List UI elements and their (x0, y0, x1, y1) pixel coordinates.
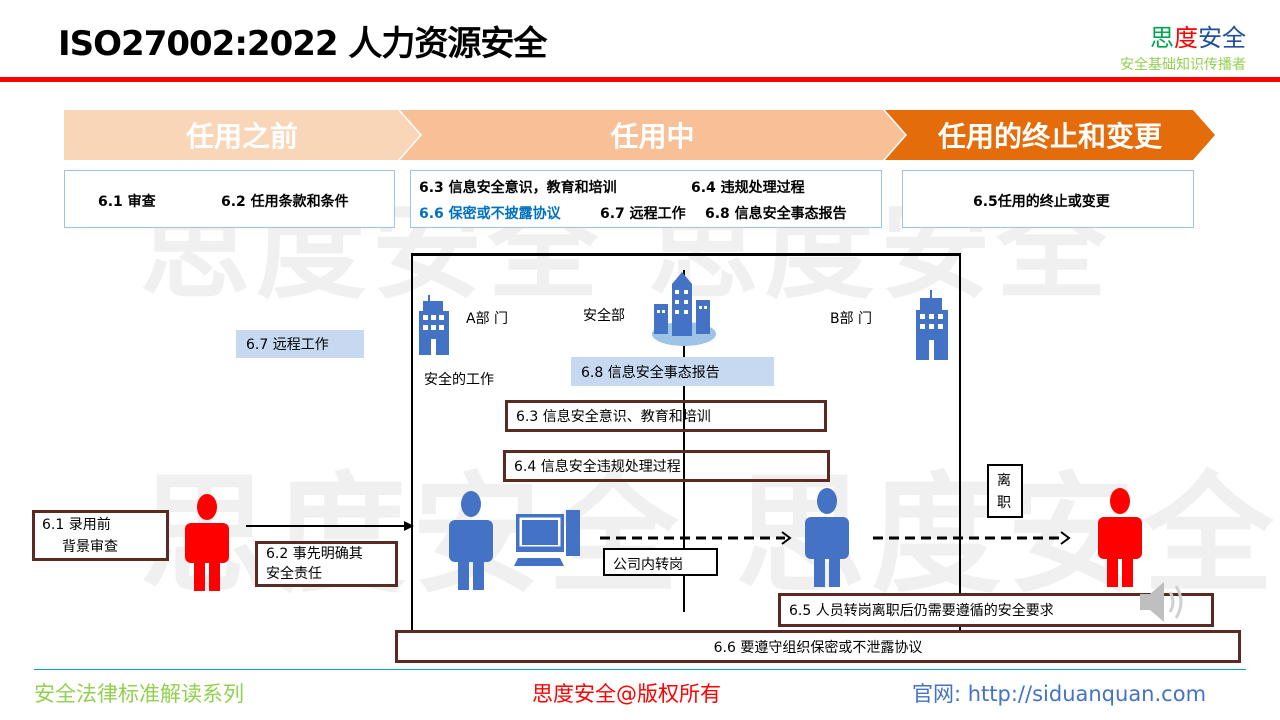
dept-b-label: B部 门 (830, 311, 873, 327)
phase-after: 任用的终止和变更 (885, 110, 1215, 160)
arrow-icon (246, 521, 414, 531)
dept-a-label: A部 门 (466, 311, 509, 327)
dashed-arrow-icon (873, 531, 1071, 545)
leave-text: 离 (997, 473, 1011, 489)
security-dept-label: 安全部 (583, 308, 625, 324)
clause: 6.3 信息安全意识，教育和培训 (419, 180, 617, 196)
phase-before: 任用之前 (64, 110, 420, 160)
person-icon (1098, 488, 1142, 587)
footer-series: 安全法律标准解读系列 (34, 682, 244, 706)
logo-tagline: 安全基础知识传播者 (1120, 57, 1246, 73)
leave-text: 职 (997, 495, 1011, 511)
transfer-box: 公司内转岗 (603, 548, 718, 576)
secure-work-label: 安全的工作 (424, 372, 494, 388)
screening-box: 6.1 录用前背景审查 (32, 510, 169, 561)
clause: 6.8 信息安全事态报告 (705, 206, 847, 222)
clause: 6.1 审查 (98, 194, 156, 210)
person-icon (185, 494, 229, 591)
clause: 6.2 任用条款和条件 (221, 194, 349, 210)
building-icon (916, 290, 948, 360)
computer-icon (514, 510, 580, 566)
remote-work-label: 6.7 远程工作 (236, 330, 364, 358)
after-box: 6.5任用的终止或变更 (902, 170, 1194, 228)
during-box: 6.3 信息安全意识，教育和培训 6.4 违规处理过程 6.6 保密或不披露协议… (410, 170, 882, 228)
dashed-arrow-icon (600, 531, 792, 545)
speaker-icon[interactable] (1136, 580, 1188, 624)
logo-char: 安全 (1198, 24, 1246, 52)
building-icon (419, 295, 449, 355)
footer-divider (34, 669, 1246, 670)
nda-box: 6.6 要遵守组织保密或不泄露协议 (395, 630, 1241, 663)
divider-line (683, 270, 685, 612)
terms-text: 6.2 事先明确其 (266, 546, 363, 562)
clause: 6.6 保密或不披露协议 (419, 206, 561, 222)
headquarters-icon (652, 272, 716, 346)
footer-copyright: 思度安全@版权所有 (532, 682, 721, 706)
terms-text: 安全责任 (266, 566, 322, 582)
clause: 6.7 远程工作 (600, 206, 686, 222)
logo-char: 思 (1150, 24, 1174, 52)
leave-box: 离职 (987, 464, 1023, 518)
clause: 6.5任用的终止或变更 (973, 194, 1110, 210)
page-title: ISO27002:2022 人力资源安全 (58, 24, 547, 64)
footer-website[interactable]: 官网: http://siduanquan.com (912, 682, 1207, 706)
discipline-box: 6.4 信息安全违规处理过程 (503, 450, 830, 482)
person-icon (449, 491, 493, 590)
clause: 6.4 违规处理过程 (691, 180, 805, 196)
logo: 思度安全 (1150, 18, 1246, 53)
screening-text: 背景审查 (62, 538, 118, 555)
training-box: 6.3 信息安全意识、教育和培训 (505, 400, 827, 432)
phase-during: 任用中 (400, 110, 905, 160)
person-icon (805, 488, 849, 587)
incident-report-label: 6.8 信息安全事态报告 (571, 357, 774, 386)
before-box: 6.1 审查 6.2 任用条款和条件 (64, 170, 395, 228)
divider (0, 77, 1280, 82)
screening-text: 6.1 录用前 (42, 516, 111, 533)
terms-box: 6.2 事先明确其安全责任 (255, 541, 398, 587)
logo-char: 度 (1174, 24, 1198, 52)
